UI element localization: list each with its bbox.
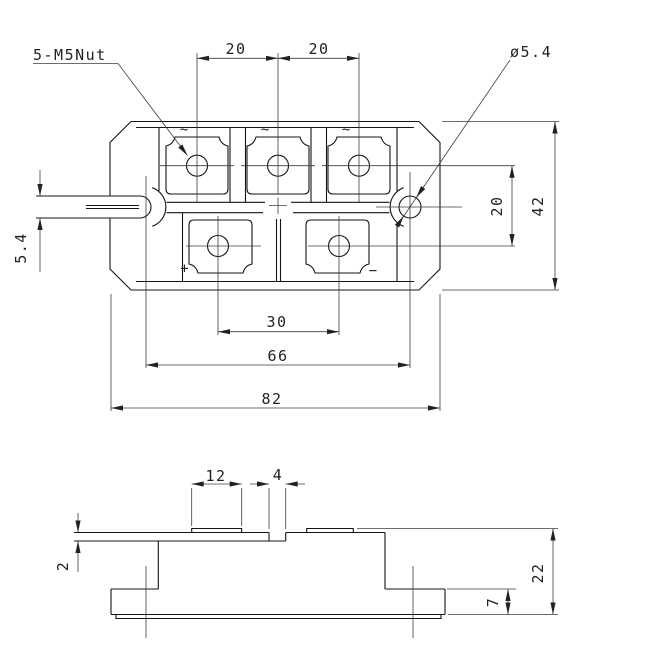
dim-body-height: 42 (442, 121, 559, 291)
dim-total-height-label: 22 (529, 562, 547, 583)
dim-base-height-label: 7 (484, 597, 502, 608)
dim-notch-width-label: 4 (273, 466, 284, 484)
dim-hole-span: 66 (146, 347, 410, 368)
terminal-centerlines (160, 53, 515, 335)
mounting-hole-right (376, 172, 462, 368)
top-view: ~ ~ ~ + − 5-M5Nut ø5.4 20 20 5.4 (12, 40, 559, 411)
dim-lid-thickness: 2 (54, 513, 81, 572)
body-outline (109, 120, 441, 291)
dim-total-height: 22 (357, 528, 558, 615)
dim-body-width-label: 82 (261, 390, 282, 408)
terminal-pad-ac1 (165, 136, 229, 195)
pocket-walls (158, 127, 398, 282)
dim-pad-width-label: 12 (205, 467, 226, 485)
raised-pad-left (191, 527, 243, 533)
dim-body-width: 82 (110, 294, 441, 411)
dim-lid-thickness-label: 2 (54, 561, 72, 572)
dim-notch-width: 4 (250, 466, 305, 529)
slot-end-arc (139, 195, 152, 219)
mounting-slot-left (36, 187, 167, 227)
dim-base-height: 7 (447, 588, 516, 615)
nut-note-label: 5-M5Nut (33, 46, 107, 64)
center-channel (166, 197, 390, 214)
leader-hole-dia: ø5.4 (394, 43, 552, 228)
dim-body-height-label: 42 (529, 195, 547, 216)
terminal-pad-plus (188, 219, 253, 274)
terminal-symbol-ac1: ~ (180, 122, 188, 138)
terminal-symbol-plus: + (180, 261, 188, 277)
side-view: 12 4 2 22 7 (54, 466, 558, 638)
dim-slot-width-label: 5.4 (12, 232, 30, 264)
raised-pad-right (306, 527, 354, 533)
dim-slot-width: 5.4 (12, 170, 43, 272)
terminal-pad-minus (305, 219, 370, 274)
terminal-pad-ac2 (246, 136, 310, 195)
slot-boss-arc (152, 187, 167, 227)
terminal-symbol-ac3: ~ (342, 122, 350, 138)
terminal-symbol-minus: − (369, 263, 377, 279)
dim-row-pitch-label: 20 (488, 195, 506, 216)
dim-pitch-b-label: 20 (308, 40, 329, 58)
dim-bottom-pitch: 30 (218, 313, 339, 335)
dim-pitch-top: 20 20 (197, 40, 359, 61)
dim-pad-width: 12 (191, 467, 243, 526)
terminal-pad-ac3 (327, 136, 391, 195)
dim-bottom-pitch-label: 30 (266, 313, 287, 331)
leader-nut-note: 5-M5Nut (33, 46, 188, 156)
dim-row-pitch: 20 (488, 165, 515, 246)
dim-pitch-a-label: 20 (225, 40, 246, 58)
terminal-symbol-ac2: ~ (261, 122, 269, 138)
baseplate-lip (115, 614, 442, 620)
hole-dia-label: ø5.4 (510, 43, 552, 61)
dim-hole-span-label: 66 (267, 347, 288, 365)
